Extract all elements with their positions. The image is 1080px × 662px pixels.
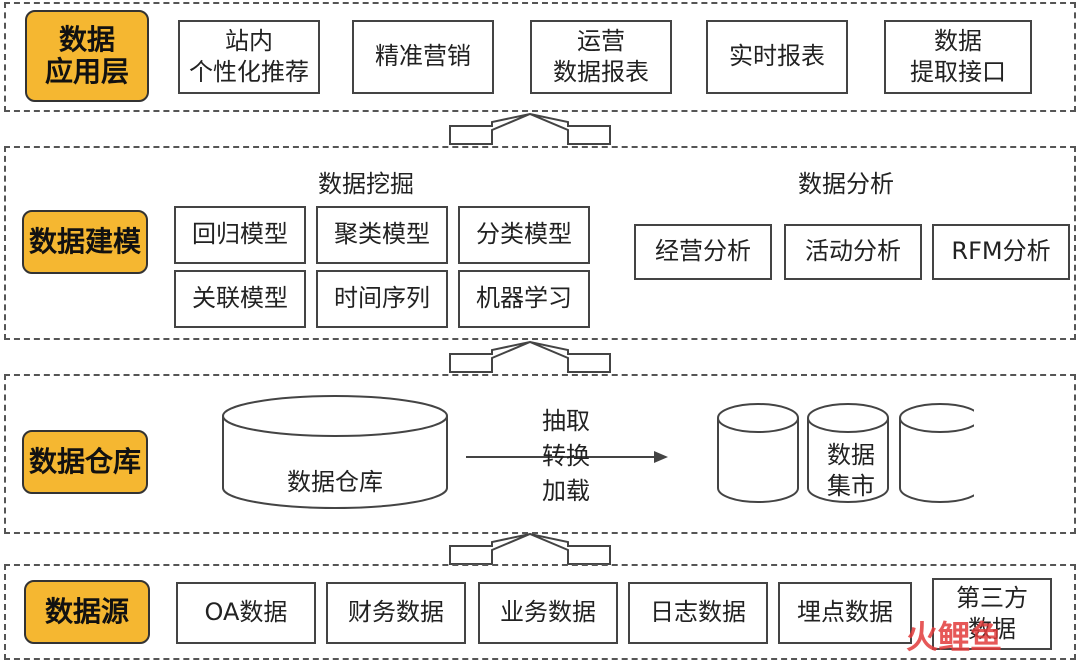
up-arrow-icon — [449, 532, 611, 565]
source-item-third-party: 第三方 数据 — [932, 578, 1052, 650]
data-mart-cylinders-icon — [717, 403, 974, 503]
application-layer — [4, 2, 1076, 112]
modeling-layer-tag: 数据建模 — [22, 210, 148, 274]
watermark-text: 火鲤鱼 — [906, 618, 1003, 656]
data-analysis-title: 数据分析 — [798, 170, 894, 198]
source-item-tracking: 埋点数据 — [778, 582, 912, 644]
source-item-business: 业务数据 — [478, 582, 618, 644]
source-item-oa: OA数据 — [176, 582, 316, 644]
source-item-finance: 财务数据 — [326, 582, 466, 644]
up-arrow-icon — [449, 340, 611, 373]
app-item-realtime-report: 实时报表 — [706, 20, 848, 94]
up-arrow-icon — [449, 112, 611, 145]
warehouse-layer-tag: 数据仓库 — [22, 430, 148, 494]
data-warehouse-cylinder-icon — [222, 395, 448, 509]
modeling-layer — [4, 146, 1076, 340]
analysis-item-business: 经营分析 — [634, 224, 772, 280]
source-layer-tag: 数据源 — [24, 580, 150, 644]
app-item-precision-marketing: 精准营销 — [352, 20, 494, 94]
app-item-onsite-recommendation: 站内 个性化推荐 — [178, 20, 320, 94]
app-item-data-extraction-api: 数据 提取接口 — [884, 20, 1032, 94]
warehouse-layer — [4, 374, 1076, 534]
watermark-logo: 火鲤鱼 — [906, 612, 1002, 658]
application-layer-tag: 数据 应用层 — [25, 10, 149, 102]
mining-item-time-series: 时间序列 — [316, 270, 448, 328]
mining-item-classification: 分类模型 — [458, 206, 590, 264]
mining-item-association: 关联模型 — [174, 270, 306, 328]
mining-item-regression: 回归模型 — [174, 206, 306, 264]
data-warehouse-label: 数据仓库 — [287, 468, 383, 496]
data-mining-title: 数据挖掘 — [318, 170, 414, 198]
mining-item-machine-learning: 机器学习 — [458, 270, 590, 328]
source-item-log: 日志数据 — [628, 582, 768, 644]
etl-label: 抽取 转换 加载 — [542, 407, 590, 505]
analysis-item-rfm: RFM分析 — [932, 224, 1070, 280]
app-item-operation-report: 运营 数据报表 — [530, 20, 672, 94]
etl-arrow-icon — [466, 451, 668, 463]
mining-item-clustering: 聚类模型 — [316, 206, 448, 264]
data-mart-label: 数据 集市 — [827, 441, 875, 501]
source-layer — [4, 564, 1076, 660]
analysis-item-campaign: 活动分析 — [784, 224, 922, 280]
